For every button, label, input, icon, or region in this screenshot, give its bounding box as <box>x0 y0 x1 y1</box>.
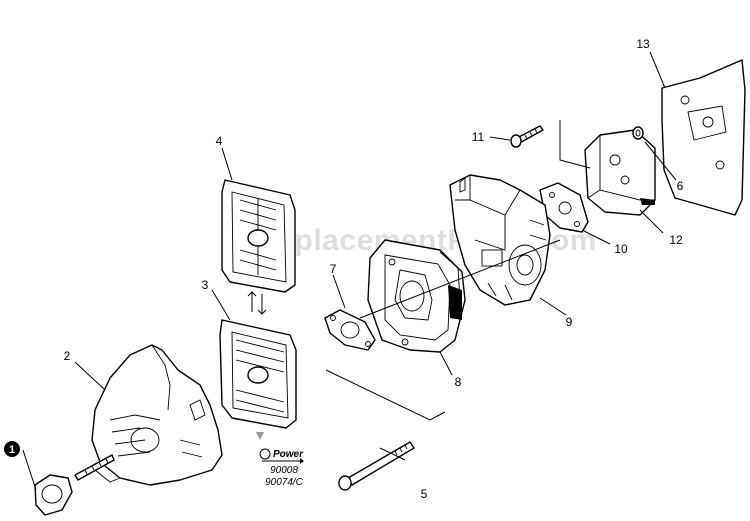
interchange-arrows-icon <box>247 291 267 315</box>
part-2-filter-cover <box>91 344 223 486</box>
callout-13: 13 <box>636 37 650 51</box>
callout-6: 6 <box>677 179 684 193</box>
part-4-air-filter <box>221 179 296 293</box>
part-13-gasket <box>661 59 746 216</box>
callout-4: 4 <box>216 134 223 148</box>
callout-3: 3 <box>202 278 209 292</box>
part-11-screw <box>510 125 544 148</box>
callout-2: 2 <box>64 349 71 363</box>
power-logo-icon <box>259 448 271 460</box>
part-5-long-bolt <box>338 441 415 491</box>
callout-8: 8 <box>455 375 462 389</box>
callout-5: 5 <box>421 487 428 501</box>
part-1-knob-bolt <box>34 454 115 516</box>
callout-7: 7 <box>330 262 337 276</box>
callout-11: 11 <box>472 130 485 144</box>
part-7-gasket <box>324 309 376 351</box>
callout-10: 10 <box>614 242 628 256</box>
leader-lines <box>22 51 677 491</box>
kit-brand: Power <box>273 449 304 460</box>
power-kit-stamp: Power 90008 90074/C <box>259 448 304 488</box>
part-3-air-filter <box>219 319 297 429</box>
kit-code-2: 90074/C <box>265 477 304 488</box>
kit-code-1: 90008 <box>270 465 298 476</box>
callout-12: 12 <box>669 233 683 247</box>
assembly-lines <box>325 120 591 421</box>
callout-9: 9 <box>566 315 573 329</box>
down-arrow-icon <box>256 432 264 440</box>
svg-text:1: 1 <box>9 444 15 456</box>
part-12-spacer-block <box>584 129 656 216</box>
part-9-carburetor <box>449 174 551 306</box>
part-6-washer <box>632 126 644 140</box>
callout-1: 1 <box>4 441 20 457</box>
